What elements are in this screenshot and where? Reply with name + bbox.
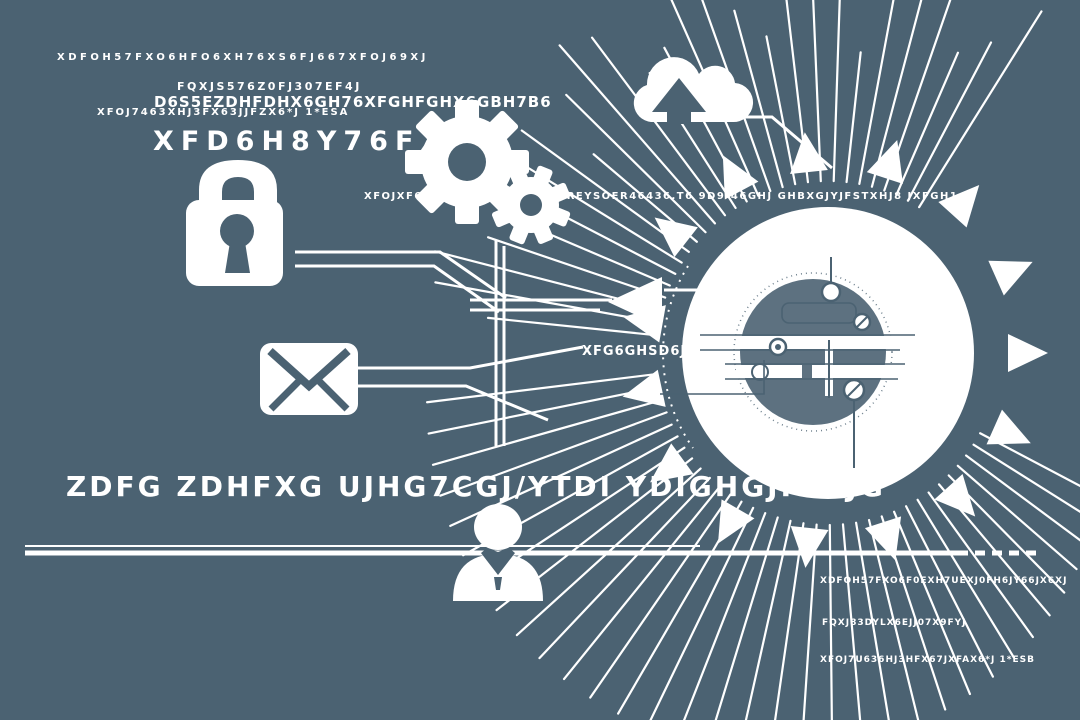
settings-gears-icon xyxy=(405,100,571,245)
triangle-burst-icon xyxy=(622,132,1048,568)
globe-label: XFG6GHSD6JGH xyxy=(582,344,710,359)
bottom-right-line-3: XFOJ7U636HJ3HFX67JXFAX6*J 1*ESB xyxy=(820,655,1035,665)
top-text-line-4: XFOJ7463XHJ3FX63JJFZX6*J 1*ESA xyxy=(97,107,350,118)
envelope-icon xyxy=(260,343,358,415)
ray-fan xyxy=(426,0,1080,720)
middle-caption-line: XFOJXF6X 9 6JZ 6 TGXJ XHJY REYSOER46436.… xyxy=(364,191,964,202)
top-text-line-2: FQXJS576Z0FJ307EF4J xyxy=(177,80,362,93)
globe-network-icon xyxy=(660,207,974,499)
top-text-line-3: D6S5EZDHFDHX6GH76XFGHFGHX6GBH7B6 xyxy=(154,93,552,111)
person-icon xyxy=(453,504,543,601)
padlock-icon xyxy=(186,160,283,286)
cloud-upload-icon xyxy=(633,57,754,124)
top-text-line-1: XDFOH57FXO6HFO6XH76XS6FJ667XFOJ69XJ xyxy=(57,52,429,63)
big-banner-text: ZDFG ZDHFXG UJHG7CGJ/YTDI YDIGHGJIGHJG xyxy=(66,470,886,503)
